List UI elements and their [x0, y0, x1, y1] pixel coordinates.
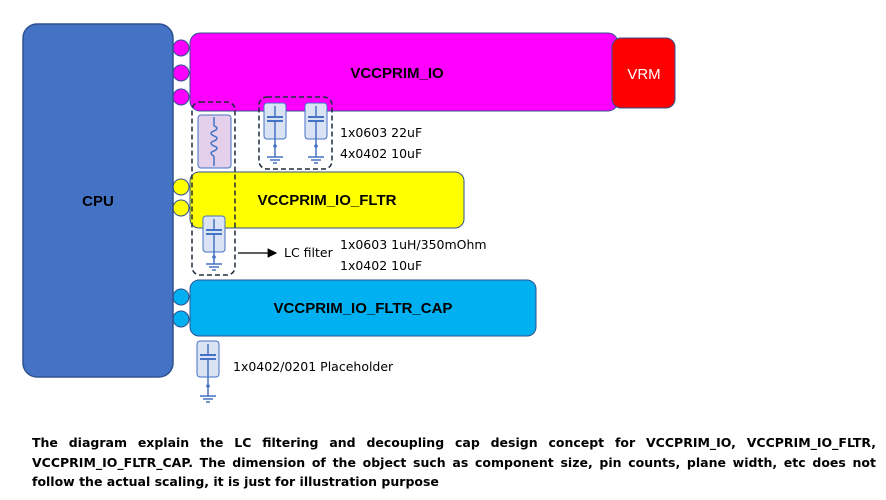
vccprim-io-fltr-cap-plane: VCCPRIM_IO_FLTR_CAP	[189, 279, 537, 337]
vrm-block: VRM	[611, 37, 676, 109]
cpu-label: CPU	[82, 193, 114, 210]
placeholder-capacitor-icon	[196, 340, 220, 403]
vccprim-io-fltr-pins	[172, 178, 190, 217]
pin	[172, 199, 190, 217]
capacitor-icon	[304, 102, 328, 164]
io-decap-group	[258, 96, 333, 170]
vccprim-io-fltr-cap-label: VCCPRIM_IO_FLTR_CAP	[274, 300, 453, 317]
lc-filter-group	[191, 101, 236, 276]
pin	[172, 310, 190, 328]
vccprim-io-label: VCCPRIM_IO	[350, 65, 444, 82]
pin	[172, 88, 190, 106]
vccprim-io-pins	[172, 39, 190, 106]
lc-annotation-line1: 1x0603 1uH/350mOhm	[340, 237, 487, 252]
capacitor-icon	[263, 102, 287, 164]
io-caps-annotation-line1: 1x0603 22uF	[340, 125, 422, 140]
pin	[172, 39, 190, 57]
cpu-block: CPU	[22, 23, 174, 378]
vccprim-io-fltr-cap-pins	[172, 288, 190, 328]
pin	[172, 64, 190, 82]
inductor-icon	[197, 114, 232, 169]
vccprim-io-fltr-label: VCCPRIM_IO_FLTR	[258, 192, 397, 209]
vccprim-io-fltr-plane: VCCPRIM_IO_FLTR	[189, 171, 465, 229]
capacitor-icon	[202, 215, 226, 271]
placeholder-annotation: 1x0402/0201 Placeholder	[233, 359, 394, 374]
pin	[172, 288, 190, 306]
vccprim-io-plane: VCCPRIM_IO	[189, 32, 619, 112]
diagram-caption: The diagram explain the LC filtering and…	[32, 435, 876, 489]
vrm-label: VRM	[627, 66, 660, 83]
lc-filter-label: LC filter	[284, 245, 334, 260]
lc-annotation-line2: 1x0402 10uF	[340, 258, 422, 273]
io-caps-annotation-line2: 4x0402 10uF	[340, 146, 422, 161]
pin	[172, 178, 190, 196]
